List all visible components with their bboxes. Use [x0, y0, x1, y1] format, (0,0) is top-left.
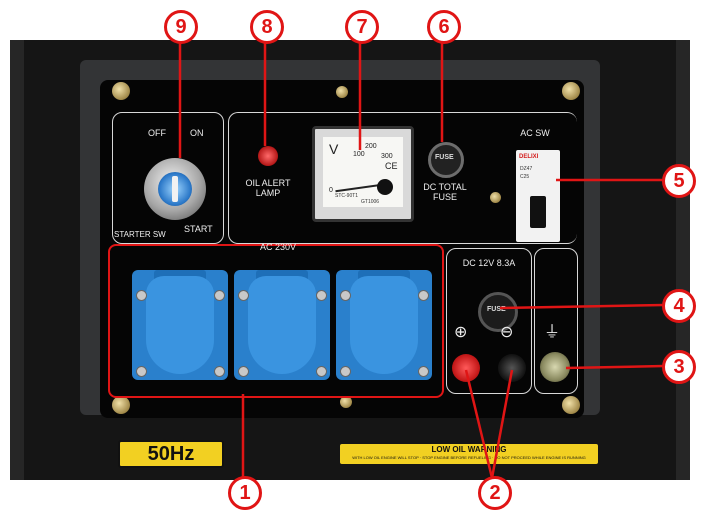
top-screw — [336, 86, 348, 98]
outlet-screw — [316, 366, 327, 377]
starter-off-label: OFF — [148, 128, 166, 138]
callout-9: 9 — [164, 10, 198, 44]
frame-left-edge — [10, 40, 24, 480]
voltmeter-unit: V — [329, 141, 339, 157]
starter-on-label: ON — [190, 128, 204, 138]
voltmeter-model: STC-90T1 — [335, 193, 359, 199]
outlet-screw — [340, 366, 351, 377]
callout-2: 2 — [478, 476, 512, 510]
dc-output-title: DC 12V 8.3A — [462, 258, 516, 268]
ac-outlet[interactable] — [336, 270, 432, 380]
breaker-toggle[interactable] — [530, 196, 546, 228]
ac-outlet[interactable] — [234, 270, 330, 380]
oil-alert-lamp-icon — [258, 146, 278, 166]
outlet-lid[interactable] — [146, 276, 214, 374]
panel-screw — [490, 192, 501, 203]
outlet-screw — [214, 290, 225, 301]
key-slot-icon — [172, 176, 178, 202]
outlet-screw — [340, 290, 351, 301]
oil-alert-label: OIL ALERT LAMP — [245, 178, 291, 198]
outlet-screw — [214, 366, 225, 377]
outlet-screw — [418, 290, 429, 301]
ground-symbol-icon: ⏚ — [544, 324, 561, 341]
corner-screw — [112, 82, 130, 100]
dc-negative-terminal[interactable] — [498, 354, 526, 382]
callout-5: 5 — [662, 164, 696, 198]
outlet-screw — [238, 366, 249, 377]
starter-section-outline — [112, 112, 224, 244]
outlet-screw — [238, 290, 249, 301]
ac-outlet-highlight — [108, 244, 444, 398]
dc-total-fuse-label: DC TOTAL FUSE — [423, 182, 467, 202]
outlet-lid[interactable] — [350, 276, 418, 374]
callout-6: 6 — [427, 10, 461, 44]
breaker-rating: C25 — [520, 174, 530, 180]
outlet-screw — [136, 290, 147, 301]
voltmeter-face — [323, 137, 403, 207]
voltmeter: V 100 200 300 0 CE STC-90T1 GT1006 — [312, 126, 414, 222]
callout-8: 8 — [250, 10, 284, 44]
outlet-screw — [316, 290, 327, 301]
ac-outlet[interactable] — [132, 270, 228, 380]
ac-switch-title: AC SW — [520, 128, 550, 138]
callout-3: 3 — [662, 350, 696, 384]
starter-key-switch[interactable] — [144, 158, 206, 220]
warning-title: LOW OIL WARNING — [431, 445, 507, 454]
callout-1: 1 — [228, 476, 262, 510]
ground-section-outline — [534, 248, 578, 394]
scale-300: 300 — [381, 153, 393, 160]
voltmeter-serial: GT1006 — [361, 199, 380, 205]
breaker-brand: DELIXI — [519, 154, 539, 160]
scale-200: 200 — [365, 143, 377, 150]
instrument-section-outline — [228, 112, 577, 244]
dc-positive-terminal[interactable] — [452, 354, 480, 382]
ac-breaker[interactable]: DELIXI DZ47 C25 — [516, 150, 560, 242]
warning-text: WITH LOW OIL ENGINE WILL STOP · STOP ENG… — [352, 455, 586, 460]
bottom-screw — [340, 396, 352, 408]
dc-fuse-cap-label: FUSE — [487, 306, 506, 313]
minus-symbol-icon: ⊖ — [500, 324, 514, 341]
fuse-cap-label: FUSE — [435, 154, 454, 161]
outlet-screw — [136, 366, 147, 377]
ce-mark-icon: CE — [385, 161, 398, 171]
dc-section-outline — [446, 248, 532, 394]
plus-symbol-icon: ⊕ — [454, 324, 468, 341]
dc-fuse-holder[interactable]: FUSE — [478, 292, 518, 332]
outlet-lid[interactable] — [248, 276, 316, 374]
starter-title: STARTER SW — [114, 230, 166, 239]
frequency-label: 50Hz — [118, 440, 224, 468]
corner-screw — [562, 396, 580, 414]
outlet-screw — [418, 366, 429, 377]
callout-4: 4 — [662, 289, 696, 323]
starter-start-label: START — [184, 224, 213, 234]
ac-outlets-title: AC 230V — [259, 242, 297, 252]
scale-zero: 0 — [329, 187, 333, 194]
corner-screw — [562, 82, 580, 100]
scale-100: 100 — [353, 151, 365, 158]
corner-screw — [112, 396, 130, 414]
low-oil-warning-label: LOW OIL WARNING WITH LOW OIL ENGINE WILL… — [340, 444, 598, 464]
dc-total-fuse-holder[interactable]: FUSE — [428, 142, 464, 178]
ground-terminal[interactable] — [540, 352, 570, 382]
callout-7: 7 — [345, 10, 379, 44]
adjust-knob-icon — [377, 179, 393, 195]
breaker-model: DZ47 — [520, 166, 533, 172]
